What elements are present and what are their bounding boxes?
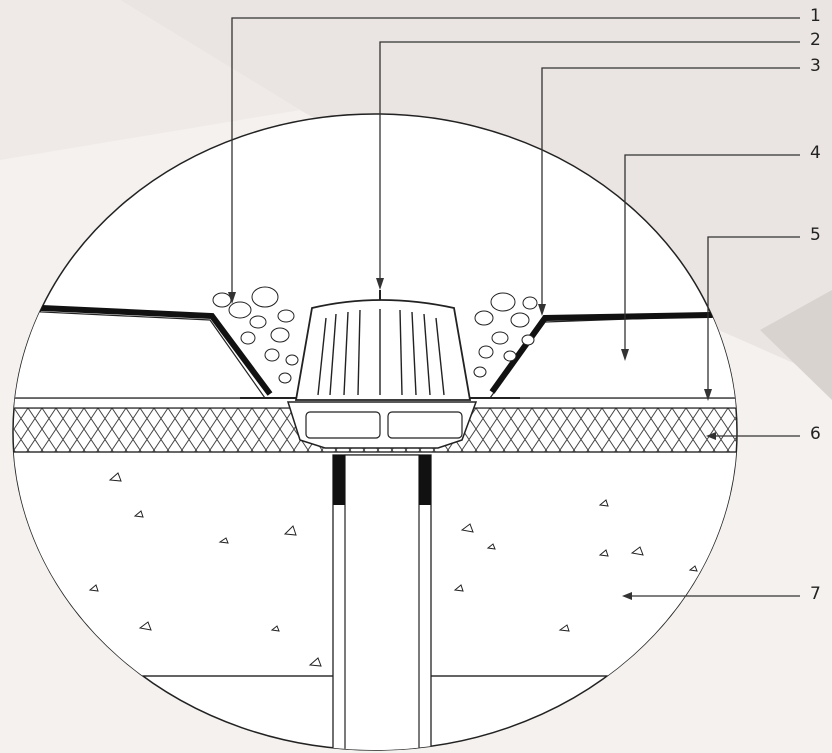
leader-6 [706,432,800,440]
leader-1 [228,17,800,304]
callout-6: 6 [810,424,821,444]
leader-5 [704,236,800,401]
membrane-left [13,303,273,396]
drain-grate-dome [294,299,472,401]
callout-4: 4 [810,143,821,163]
callout-3: 3 [810,56,821,76]
gravel-layer [212,286,538,384]
leader-7 [622,592,800,600]
aggregate-marks [88,472,698,667]
callout-5: 5 [810,225,821,245]
callout-1: 1 [810,6,821,26]
callout-7: 7 [810,584,821,604]
leader-2 [376,41,800,290]
leader-4 [621,154,800,361]
callout-2: 2 [810,30,821,50]
leader-3 [538,67,800,316]
membrane-right [489,309,737,394]
